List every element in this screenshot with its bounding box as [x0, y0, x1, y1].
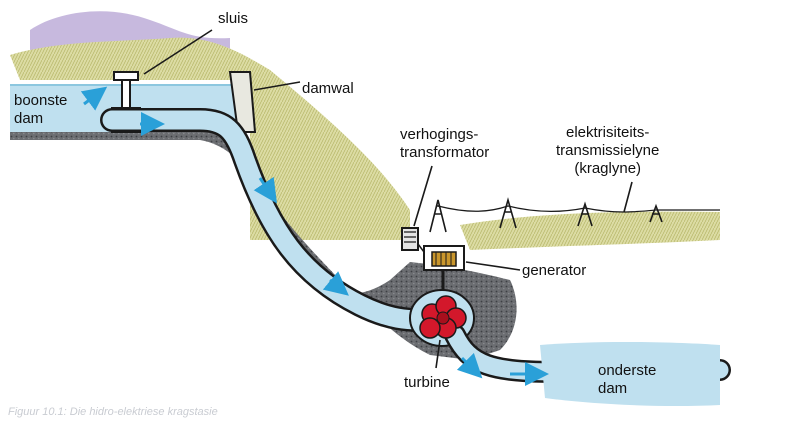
turbine-leader	[435, 339, 441, 369]
label-transformer-line1: verhogings-	[400, 126, 479, 143]
transmission-leader	[623, 181, 633, 213]
label-lower-dam: onderste dam	[598, 362, 656, 398]
label-turbine: turbine	[404, 374, 450, 391]
label-transformer: verhogings- transformator	[400, 126, 489, 162]
dam-wall	[228, 71, 257, 133]
transformer-leader	[413, 165, 433, 227]
label-transmission: elektrisiteits- transmissielyne (kraglyn…	[556, 124, 659, 178]
transformer-icon	[401, 227, 425, 253]
label-upper-dam-line1: boonste	[14, 92, 68, 109]
flow-arrow-icon	[80, 86, 549, 386]
label-lower-dam-line2: dam	[598, 380, 628, 397]
label-transmission-line3: (kraglyne)	[574, 160, 642, 177]
label-upper-dam-line2: dam	[14, 110, 44, 127]
lower-dam-water	[540, 341, 720, 407]
label-lower-dam-line1: onderste	[598, 362, 657, 379]
generator-leader	[465, 261, 521, 271]
label-transmission-line2: transmissielyne	[556, 142, 660, 159]
power-lines	[437, 205, 720, 213]
sluis-leader	[143, 29, 213, 75]
right-grassland	[460, 211, 720, 250]
turbine-icon	[419, 295, 467, 339]
label-upper-dam: boonste dam	[14, 92, 67, 128]
label-damwal: damwal	[302, 80, 354, 97]
figure-caption: Figuur 10.1: Die hidro-elektriese kragst…	[8, 406, 218, 418]
upper-grassland	[10, 37, 410, 240]
label-sluis: sluis	[218, 10, 249, 27]
label-transmission-line1: elektrisiteits-	[566, 124, 650, 141]
rock-mass	[10, 130, 517, 360]
generator-icon	[423, 245, 465, 271]
label-transformer-line2: transformator	[400, 144, 490, 161]
damwal-leader	[253, 81, 301, 91]
label-generator: generator	[522, 262, 587, 279]
